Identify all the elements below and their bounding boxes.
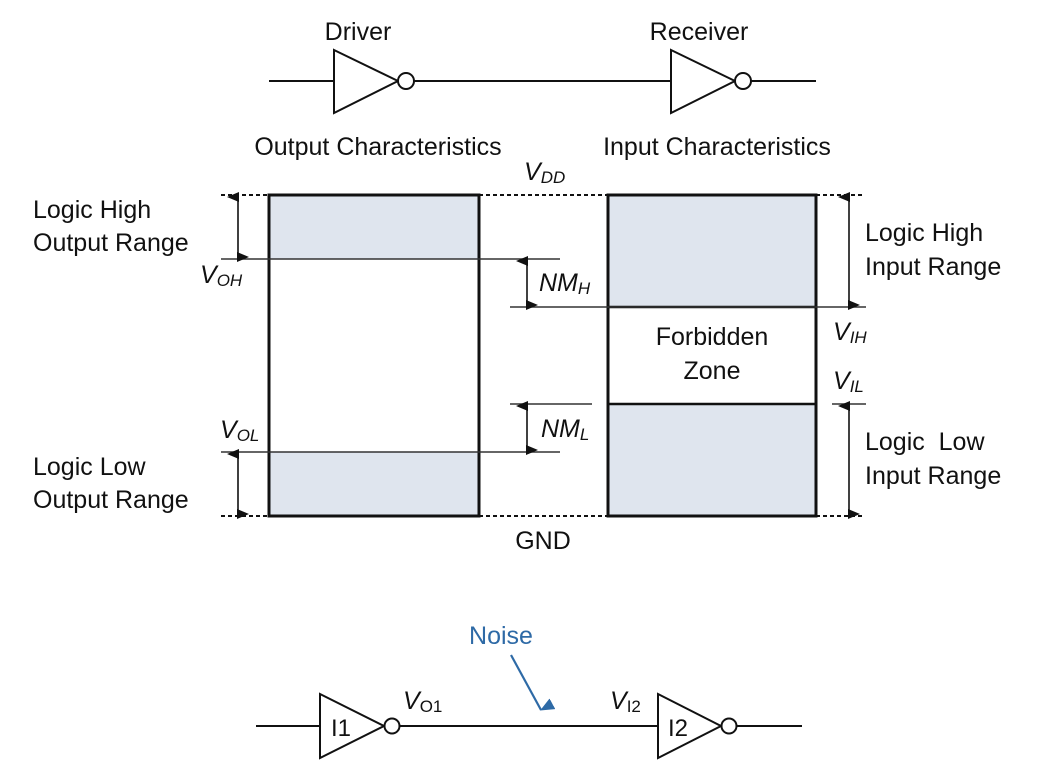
logic-low-input-label-line2: Input Range — [865, 462, 1001, 490]
vol-label: VOL — [220, 416, 259, 445]
logic-low-output-label-line1: Logic Low — [33, 453, 147, 481]
vo1-label: VO1 — [403, 687, 442, 716]
i2-label: I2 — [668, 715, 688, 742]
i2-bubble-icon — [720, 717, 738, 735]
driver-inverter-icon — [333, 48, 401, 115]
noise-label: Noise — [469, 622, 533, 650]
vdd-label: VDD — [524, 158, 565, 187]
top-circuit: Driver Receiver — [269, 18, 816, 115]
forbidden-zone-label-line2: Zone — [684, 357, 741, 385]
input-characteristics-heading: Input Characteristics — [603, 133, 831, 161]
driver-label: Driver — [325, 18, 392, 46]
bottom-circuit: Noise I1 VO1 VI2 I2 — [256, 622, 802, 760]
logic-high-output-label-line2: Output Range — [33, 229, 189, 257]
nm-high-label: NMH — [539, 269, 591, 298]
vih-label: VIH — [833, 318, 867, 347]
logic-high-input-region — [608, 195, 816, 307]
receiver-bubble-icon — [734, 72, 752, 90]
logic-high-input-label-line2: Input Range — [865, 253, 1001, 281]
forbidden-zone-label-line1: Forbidden — [656, 323, 769, 351]
logic-low-input-label-line1: Logic Low — [865, 428, 985, 456]
output-characteristics-heading: Output Characteristics — [254, 133, 501, 161]
logic-low-output-region — [269, 452, 479, 516]
noise-arrow-icon — [510, 654, 556, 711]
i2-inverter-icon — [657, 692, 724, 760]
receiver-inverter-icon — [670, 48, 738, 115]
voh-label: VOH — [200, 261, 243, 290]
input-characteristics-box — [606, 193, 818, 518]
logic-low-output-label-line2: Output Range — [33, 486, 189, 514]
logic-high-output-region — [269, 195, 479, 259]
logic-high-output-label-line1: Logic High — [33, 196, 151, 224]
logic-high-input-label-line1: Logic High — [865, 219, 983, 247]
gnd-label: GND — [515, 527, 571, 555]
logic-low-input-region — [608, 404, 816, 516]
i1-bubble-icon — [383, 717, 401, 735]
vi2-label: VI2 — [610, 687, 641, 716]
output-box-outline — [267, 193, 481, 518]
output-characteristics-box — [267, 193, 481, 518]
nm-low-label: NML — [541, 415, 589, 444]
input-box-outline — [606, 193, 818, 518]
i1-label: I1 — [331, 715, 351, 742]
vil-label: VIL — [833, 367, 864, 396]
driver-bubble-icon — [397, 72, 415, 90]
i1-inverter-icon — [319, 692, 387, 760]
receiver-label: Receiver — [650, 18, 749, 46]
